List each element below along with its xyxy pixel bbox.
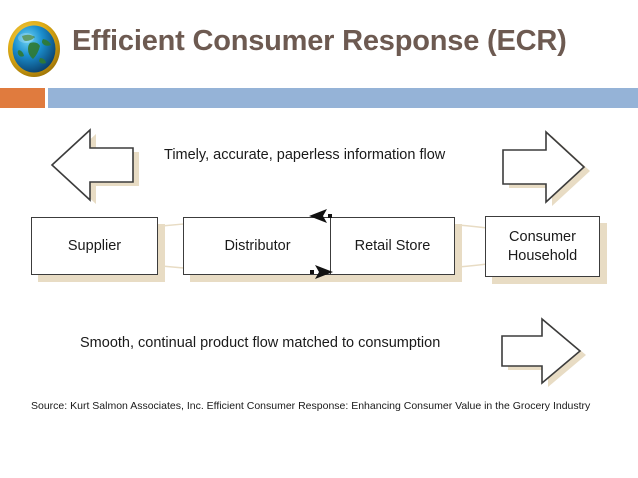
flow-box-label-line1: Consumer xyxy=(509,229,576,246)
flow-box-supplier[interactable]: Supplier xyxy=(31,217,158,275)
product-flow-caption: Smooth, continual product flow matched t… xyxy=(80,335,441,351)
connector-right-arrow-icon xyxy=(307,264,335,285)
flow-box-label: Supplier xyxy=(67,237,122,254)
globe-icon xyxy=(6,20,62,78)
flow-box-consumer-household[interactable]: Consumer Household xyxy=(485,216,600,277)
flow-box-retail-store[interactable]: Retail Store xyxy=(330,217,455,275)
product-flow-right-arrow xyxy=(498,312,608,390)
header-accent-blue xyxy=(48,88,638,108)
information-flow-left-arrow xyxy=(35,124,145,208)
connector-left-arrow-icon xyxy=(307,208,335,229)
header-accent-orange xyxy=(0,88,45,108)
flow-box-label-line2: Household xyxy=(507,247,578,264)
page-title: Efficient Consumer Response (ECR) xyxy=(72,25,567,57)
source-note: Source: Kurt Salmon Associates, Inc. Eff… xyxy=(31,400,591,412)
flow-box-label: Retail Store xyxy=(354,237,431,254)
information-flow-caption: Timely, accurate, paperless information … xyxy=(164,147,446,163)
flow-box-label: Distributor xyxy=(224,237,291,254)
information-flow-right-arrow xyxy=(497,124,607,208)
slide-header: Efficient Consumer Response (ECR) xyxy=(0,0,638,108)
